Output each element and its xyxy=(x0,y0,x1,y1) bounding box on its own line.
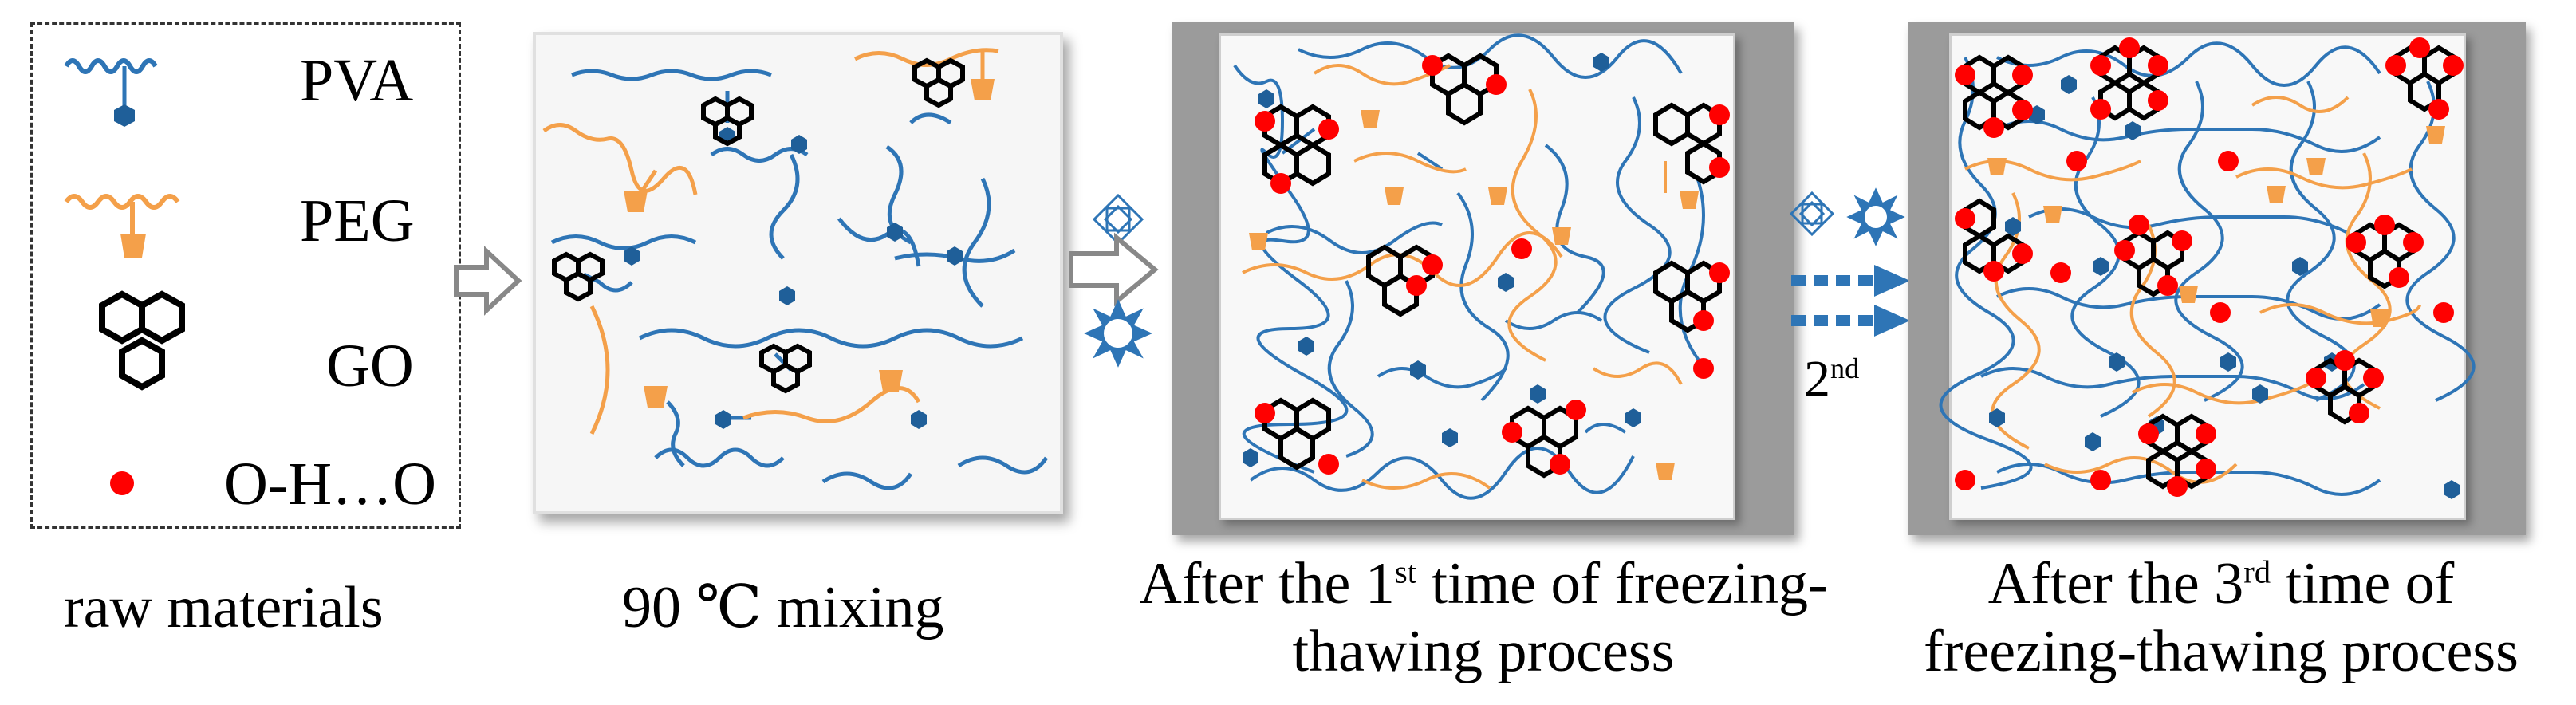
go-sheets xyxy=(552,57,965,394)
hbond-legend-dot xyxy=(110,471,134,495)
caption-raw-materials: raw materials xyxy=(64,575,384,640)
peg-groups-dense xyxy=(1987,126,2445,327)
pva-groups-dense xyxy=(1989,75,2460,499)
legend-graphics xyxy=(64,58,185,495)
panel-mixing xyxy=(533,32,1063,514)
freeze-icon-2 xyxy=(1789,191,1835,237)
caption-first-c: thawing process xyxy=(1292,619,1675,685)
peg-legend-symbol xyxy=(64,194,180,258)
caption-third-a: After the 3 xyxy=(1987,551,2244,616)
go-label: GO xyxy=(326,333,414,400)
caption-third-freeze: After the 3rd time of freezing-thawing p… xyxy=(1878,550,2564,686)
caption-third-c: freezing-thawing process xyxy=(1924,619,2519,685)
dotted-arrow-bottom xyxy=(1791,305,1910,337)
thaw-sun-icon-2 xyxy=(1846,187,1905,246)
caption-mixing: 90 ℃ mixing xyxy=(622,575,944,640)
caption-first-freeze: After the 1st time of freezing- thawing … xyxy=(1113,550,1854,686)
hbond-dots xyxy=(1255,55,1730,475)
panel-third-inner xyxy=(1939,33,2476,520)
panel-first-freeze xyxy=(1172,22,1794,535)
hbond-label: O-H…O xyxy=(224,451,436,518)
go-legend-symbol xyxy=(99,290,185,391)
panel-third-freeze xyxy=(1908,22,2526,535)
arrow-2 xyxy=(1069,232,1159,307)
peg-groups xyxy=(1249,110,1699,480)
panel-first-inner xyxy=(1219,33,1735,520)
step-sup: nd xyxy=(1830,352,1860,384)
legend-panel: PVA PEG GO O-H…O xyxy=(30,22,461,529)
peg-end-groups xyxy=(624,79,995,408)
caption-third-b: time of xyxy=(2271,551,2455,616)
dotted-arrow-top xyxy=(1791,265,1910,297)
third-freeze-graphics xyxy=(1939,37,2476,499)
peg-network xyxy=(1242,64,1683,490)
step-base: 2 xyxy=(1804,350,1830,408)
pva-legend-symbol xyxy=(64,58,158,127)
caption-first-b: time of freezing- xyxy=(1416,551,1828,616)
hbond-dots-dense xyxy=(1955,37,2464,497)
mixing-graphics xyxy=(542,48,1049,490)
thaw-sun-icon xyxy=(1084,299,1152,368)
caption-first-sup: st xyxy=(1394,553,1416,590)
peg-label: PEG xyxy=(300,187,415,254)
pva-end-groups xyxy=(624,127,963,429)
caption-first-a: After the 1 xyxy=(1139,551,1395,616)
step-label-2nd: 2nd xyxy=(1804,349,1859,410)
pva-groups xyxy=(1243,53,1641,467)
caption-third-sup: rd xyxy=(2243,553,2271,590)
first-freeze-graphics xyxy=(1233,33,1730,500)
pva-label: PVA xyxy=(300,47,414,114)
